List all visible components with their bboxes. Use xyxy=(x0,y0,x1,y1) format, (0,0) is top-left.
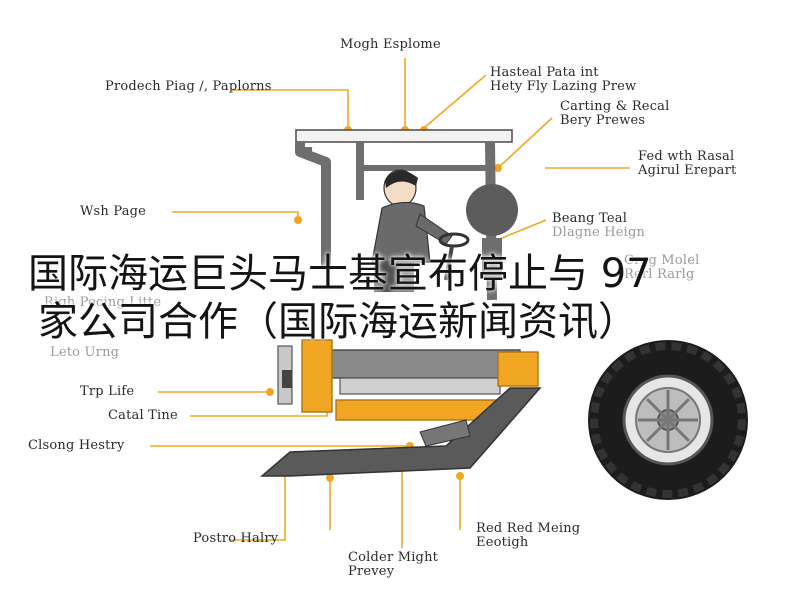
label-trip: Trp Life xyxy=(80,384,135,399)
rear-counterweight xyxy=(497,351,539,387)
label-top-left: Prodech Piag /, Paplorns xyxy=(105,79,272,94)
roof xyxy=(295,129,513,143)
fork-bracket xyxy=(419,419,471,447)
label-bottom-left: Postro Halry xyxy=(193,531,279,546)
mast-carriage xyxy=(301,339,333,413)
chassis-rail xyxy=(339,377,501,395)
propane-tank xyxy=(466,184,518,236)
fork-blade xyxy=(259,387,542,477)
headline-overlay: 国际海运巨头马士基宣布停止与 97 家公司合作（国际海运新闻资讯） xyxy=(0,250,800,346)
label-closing: Clsong Hestry xyxy=(28,438,125,453)
label-obscured-left-2: Leto Urng xyxy=(50,345,120,360)
lower-frame xyxy=(335,399,501,421)
callout-lines xyxy=(150,58,630,548)
label-top: Mogh Esplome xyxy=(340,37,441,52)
label-obscured-right-1: Creg Molel xyxy=(624,253,700,268)
headline-line-2: 家公司合作（国际海运新闻资讯） xyxy=(38,299,638,345)
chassis-top xyxy=(319,349,521,379)
steering-wheel xyxy=(438,232,470,248)
tank-mount xyxy=(482,238,502,278)
label-catal: Catal Tine xyxy=(108,408,178,423)
label-obscured-right-2: Rerl Rarlg xyxy=(624,267,695,282)
label-left-mid: Wsh Page xyxy=(80,204,147,219)
headline-line-1: 国际海运巨头马士基宣布停止与 97 xyxy=(28,251,652,297)
steering-column xyxy=(444,245,454,281)
drive-wheel xyxy=(588,340,748,500)
operator xyxy=(371,169,453,292)
label-obscured-left-1: Righ Pecing Litte xyxy=(44,295,162,310)
cylinder-clamp xyxy=(282,370,292,388)
